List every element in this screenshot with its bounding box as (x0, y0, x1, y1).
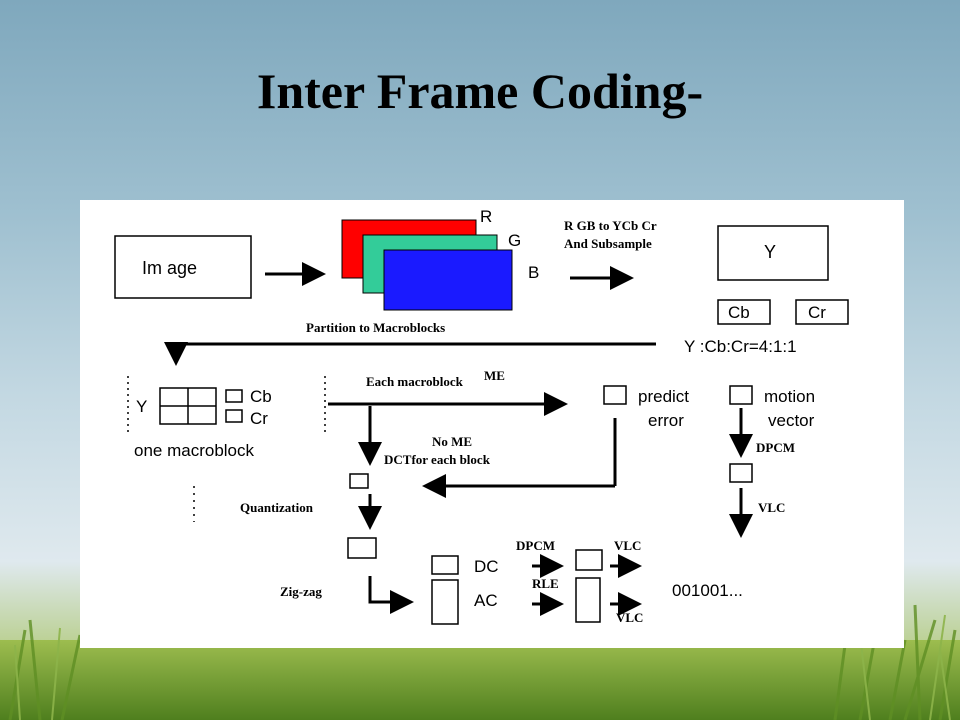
conversion-line-1: R GB to YCb Cr (564, 218, 657, 233)
coding-diagram: Im age R G B Partition to Macroblocks R … (114, 207, 849, 625)
b-label: B (528, 263, 539, 282)
cb-box (717, 299, 771, 325)
slide-title: Inter Frame Coding- (256, 63, 704, 119)
partition-label: Partition to Macroblocks (306, 320, 445, 335)
mb-cb-box (225, 389, 243, 403)
output-bits: 001001... (672, 581, 743, 600)
dpcm-mid-label: DPCM (516, 538, 555, 553)
mb-cr-label: Cr (250, 409, 268, 428)
image-box (114, 235, 252, 299)
mb-cb-label: Cb (250, 387, 272, 406)
r-label: R (480, 207, 492, 226)
blue-plane (383, 249, 513, 311)
vlc-top-label: VLC (614, 538, 641, 553)
cr-box (795, 299, 849, 325)
dct-block (349, 473, 369, 489)
mb-caption: one macroblock (134, 441, 255, 460)
ac-box (431, 579, 459, 625)
y-label: Y (764, 242, 776, 262)
zigzag-label: Zig-zag (280, 584, 322, 599)
vlc-right-label: VLC (758, 500, 785, 515)
rle-label: RLE (532, 576, 559, 591)
y-box (717, 225, 829, 281)
cr-label: Cr (808, 303, 826, 322)
dc-box (431, 555, 459, 575)
me-label: ME (484, 368, 505, 383)
cb-label: Cb (728, 303, 750, 322)
predict-label: predict (638, 387, 689, 406)
image-label: Im age (142, 258, 197, 278)
vlc-bottom-label: VLC (616, 610, 643, 625)
vector-label: vector (768, 411, 815, 430)
motion-box (729, 385, 753, 405)
grass-background (0, 604, 960, 720)
g-label: G (508, 231, 521, 250)
dpcm-right-label: DPCM (756, 440, 795, 455)
ac-coded-box (575, 577, 601, 623)
dc-label: DC (474, 557, 499, 576)
dc-coded-box (575, 549, 603, 571)
ratio-label: Y :Cb:Cr=4:1:1 (684, 337, 797, 356)
error-label: error (648, 411, 684, 430)
motion-label: motion (764, 387, 815, 406)
mb-y-label: Y (136, 397, 147, 416)
arrow-zigzag (368, 576, 414, 614)
each-macroblock-label: Each macroblock (366, 374, 464, 389)
ac-label: AC (474, 591, 498, 610)
diagram-panel: Im age R G B Partition to Macroblocks R … (80, 200, 904, 648)
no-me-label: No ME (432, 434, 472, 449)
predict-box (603, 385, 627, 405)
quantized-block (347, 537, 377, 559)
dct-label: DCTfor each block (384, 452, 491, 467)
dpcm-result-box (729, 463, 753, 483)
conversion-line-2: And Subsample (564, 236, 652, 251)
mb-cr-box (225, 409, 243, 423)
quantization-label: Quantization (240, 500, 314, 515)
